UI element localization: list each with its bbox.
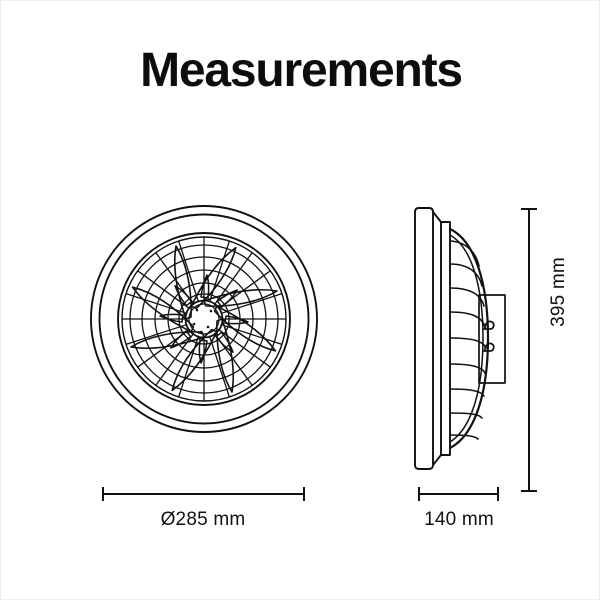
dome-outline-inner: [449, 234, 484, 443]
fan-blade: [190, 246, 237, 310]
grille-spoke-set: [121, 236, 287, 402]
blade-root: [200, 274, 210, 299]
grille-spoke: [208, 240, 230, 303]
cage-rib: [449, 337, 487, 349]
grille-spoke: [178, 240, 200, 303]
mounting-plate: [414, 207, 434, 470]
grille-spoke: [155, 252, 195, 306]
dimension-line-height: [521, 208, 537, 492]
side-view-group: [414, 207, 506, 470]
grille-spoke: [208, 335, 230, 398]
grille-spoke: [220, 323, 283, 345]
receiver-box: [478, 294, 506, 384]
grille-spoke: [137, 328, 191, 368]
grille-spoke: [213, 332, 253, 386]
blade-root: [198, 339, 208, 364]
cage-rib-set: [449, 240, 487, 440]
fan-blade: [131, 286, 195, 333]
cage-rib: [449, 363, 486, 374]
cage-rib: [449, 311, 486, 328]
dimension-label-depth: 140 mm: [424, 509, 494, 530]
grille-spoke: [125, 323, 188, 345]
dimension-label-diameter: Ø285 mm: [160, 509, 246, 530]
cage-rib: [449, 434, 479, 440]
fan-blade: [171, 328, 218, 392]
receiver-hook-icon: [483, 320, 495, 330]
outer-housing-ring-inner: [98, 213, 310, 425]
grille-spoke: [220, 293, 283, 315]
fan-blade: [213, 305, 277, 352]
hub-screw: [195, 308, 199, 312]
bottom-view-group: [90, 205, 318, 433]
grille-spoke: [155, 332, 195, 386]
plate-step: [432, 211, 442, 466]
receiver-hook-icon: [483, 342, 495, 352]
hub-screw: [209, 309, 213, 313]
dimension-label-height: 395 mm: [548, 257, 569, 327]
cage-rib: [449, 287, 485, 307]
cage-rib: [449, 412, 483, 419]
grille-spoke: [213, 252, 253, 306]
grille-spoke: [217, 328, 271, 368]
grille-spoke: [125, 293, 188, 315]
hub-inner: [188, 303, 220, 335]
dimension-line-depth: [418, 487, 499, 501]
page-title: Measurements: [140, 44, 463, 97]
dimension-lines: [102, 208, 537, 501]
blade-root: [159, 313, 184, 323]
grille-spoke: [217, 270, 271, 310]
cage-rib: [449, 240, 480, 267]
grille-spoke: [178, 335, 200, 398]
shade-ring: [117, 232, 291, 406]
hub-screw: [199, 330, 203, 334]
collar-body: [440, 221, 451, 456]
hub-screw: [206, 325, 210, 329]
grille-spoke: [137, 270, 191, 310]
outer-housing-ring: [90, 205, 318, 433]
hub-outer: [184, 299, 224, 339]
hub-screw: [192, 322, 196, 326]
dimension-line-diameter: [102, 487, 305, 501]
hub-screw-set: [192, 308, 213, 334]
blade-root: [224, 315, 249, 325]
cage-rib: [449, 388, 485, 397]
cage-rib: [449, 263, 483, 287]
